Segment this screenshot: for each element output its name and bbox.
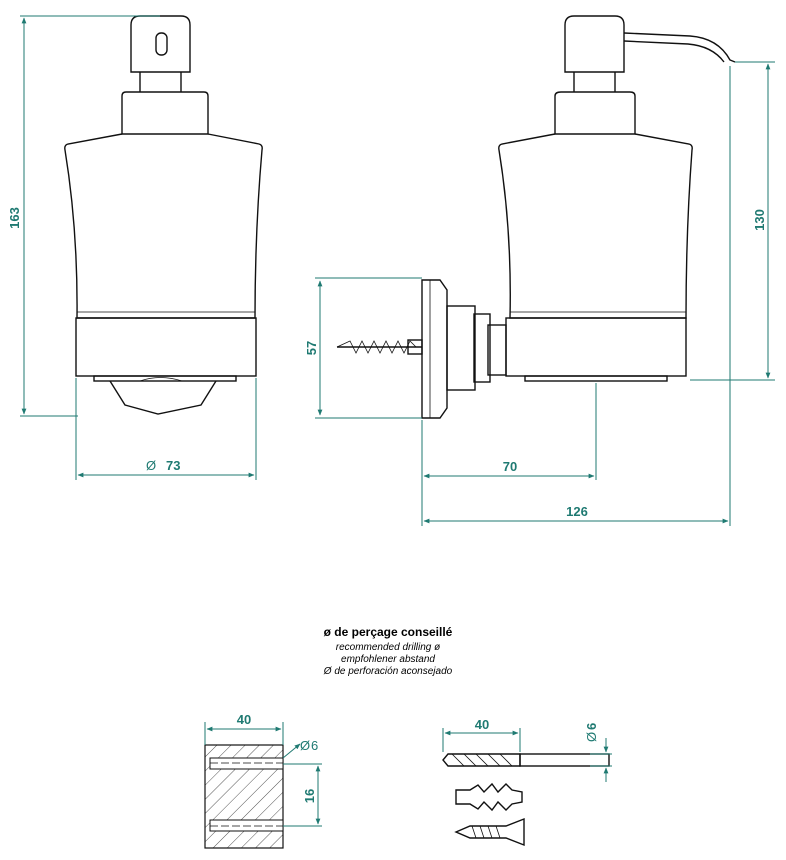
collar: [121, 91, 209, 135]
diameter-symbol-wall: Ø: [300, 738, 310, 753]
dim-label-163: 163: [7, 207, 22, 229]
drill-bit: [442, 753, 610, 767]
wall-plate: [421, 279, 448, 419]
note-de: empfohlener abstand: [341, 654, 435, 665]
dim-label-6-drill: 6: [584, 723, 599, 730]
dim-label-40-drill: 40: [475, 717, 489, 732]
front-view: [64, 15, 263, 415]
dim-label-16: 16: [302, 789, 317, 803]
side-pump-head: [564, 15, 625, 73]
pump-stem: [139, 72, 182, 92]
wall-plug: [455, 782, 523, 812]
dim-label-70: 70: [503, 459, 517, 474]
dim-label-73: 73: [166, 458, 180, 473]
bottom-bracket: [109, 380, 217, 415]
pump-head: [130, 15, 191, 73]
drill-hole-top: [209, 757, 284, 770]
dim-label-6-wall: 6: [311, 738, 318, 753]
side-view: [336, 15, 736, 419]
side-glass-body: [498, 133, 693, 319]
note-en: recommended drilling ø: [336, 642, 441, 653]
front-dimensions: 163 Ø 73: [7, 15, 257, 480]
fixing-kit: 40 Ø 6: [442, 717, 612, 847]
side-dimensions: 57 130 70 126: [304, 61, 775, 526]
arm-hub: [446, 305, 476, 391]
drill-hole-bottom: [209, 819, 284, 832]
side-pump-stem: [573, 72, 616, 92]
diameter-symbol-drill: Ø: [584, 732, 599, 742]
arm-connector: [487, 324, 507, 376]
wall-section: 40 Ø 6 16: [204, 712, 322, 849]
dim-label-130: 130: [752, 209, 767, 231]
side-base-band: [505, 317, 687, 377]
bracket-arc: [139, 377, 183, 382]
drilling-note: ø de perçage conseillé recommended drill…: [323, 625, 453, 677]
arm-sleeve: [473, 313, 491, 383]
dim-label-40-wall: 40: [237, 712, 251, 727]
spout: [623, 32, 736, 63]
dim-label-126: 126: [566, 504, 588, 519]
dim-label-57: 57: [304, 341, 319, 355]
pump-slot: [155, 32, 168, 56]
base-rim: [93, 375, 237, 382]
base-band: [75, 317, 257, 377]
kit-screw: [454, 817, 525, 847]
glass-body: [64, 133, 263, 319]
diameter-symbol: Ø: [146, 458, 156, 473]
note-es: Ø de perforación aconsejado: [323, 666, 453, 677]
side-collar: [554, 91, 636, 135]
note-title: ø de perçage conseillé: [324, 625, 453, 639]
side-base-rim: [524, 375, 668, 382]
wall-screw: [336, 339, 423, 355]
